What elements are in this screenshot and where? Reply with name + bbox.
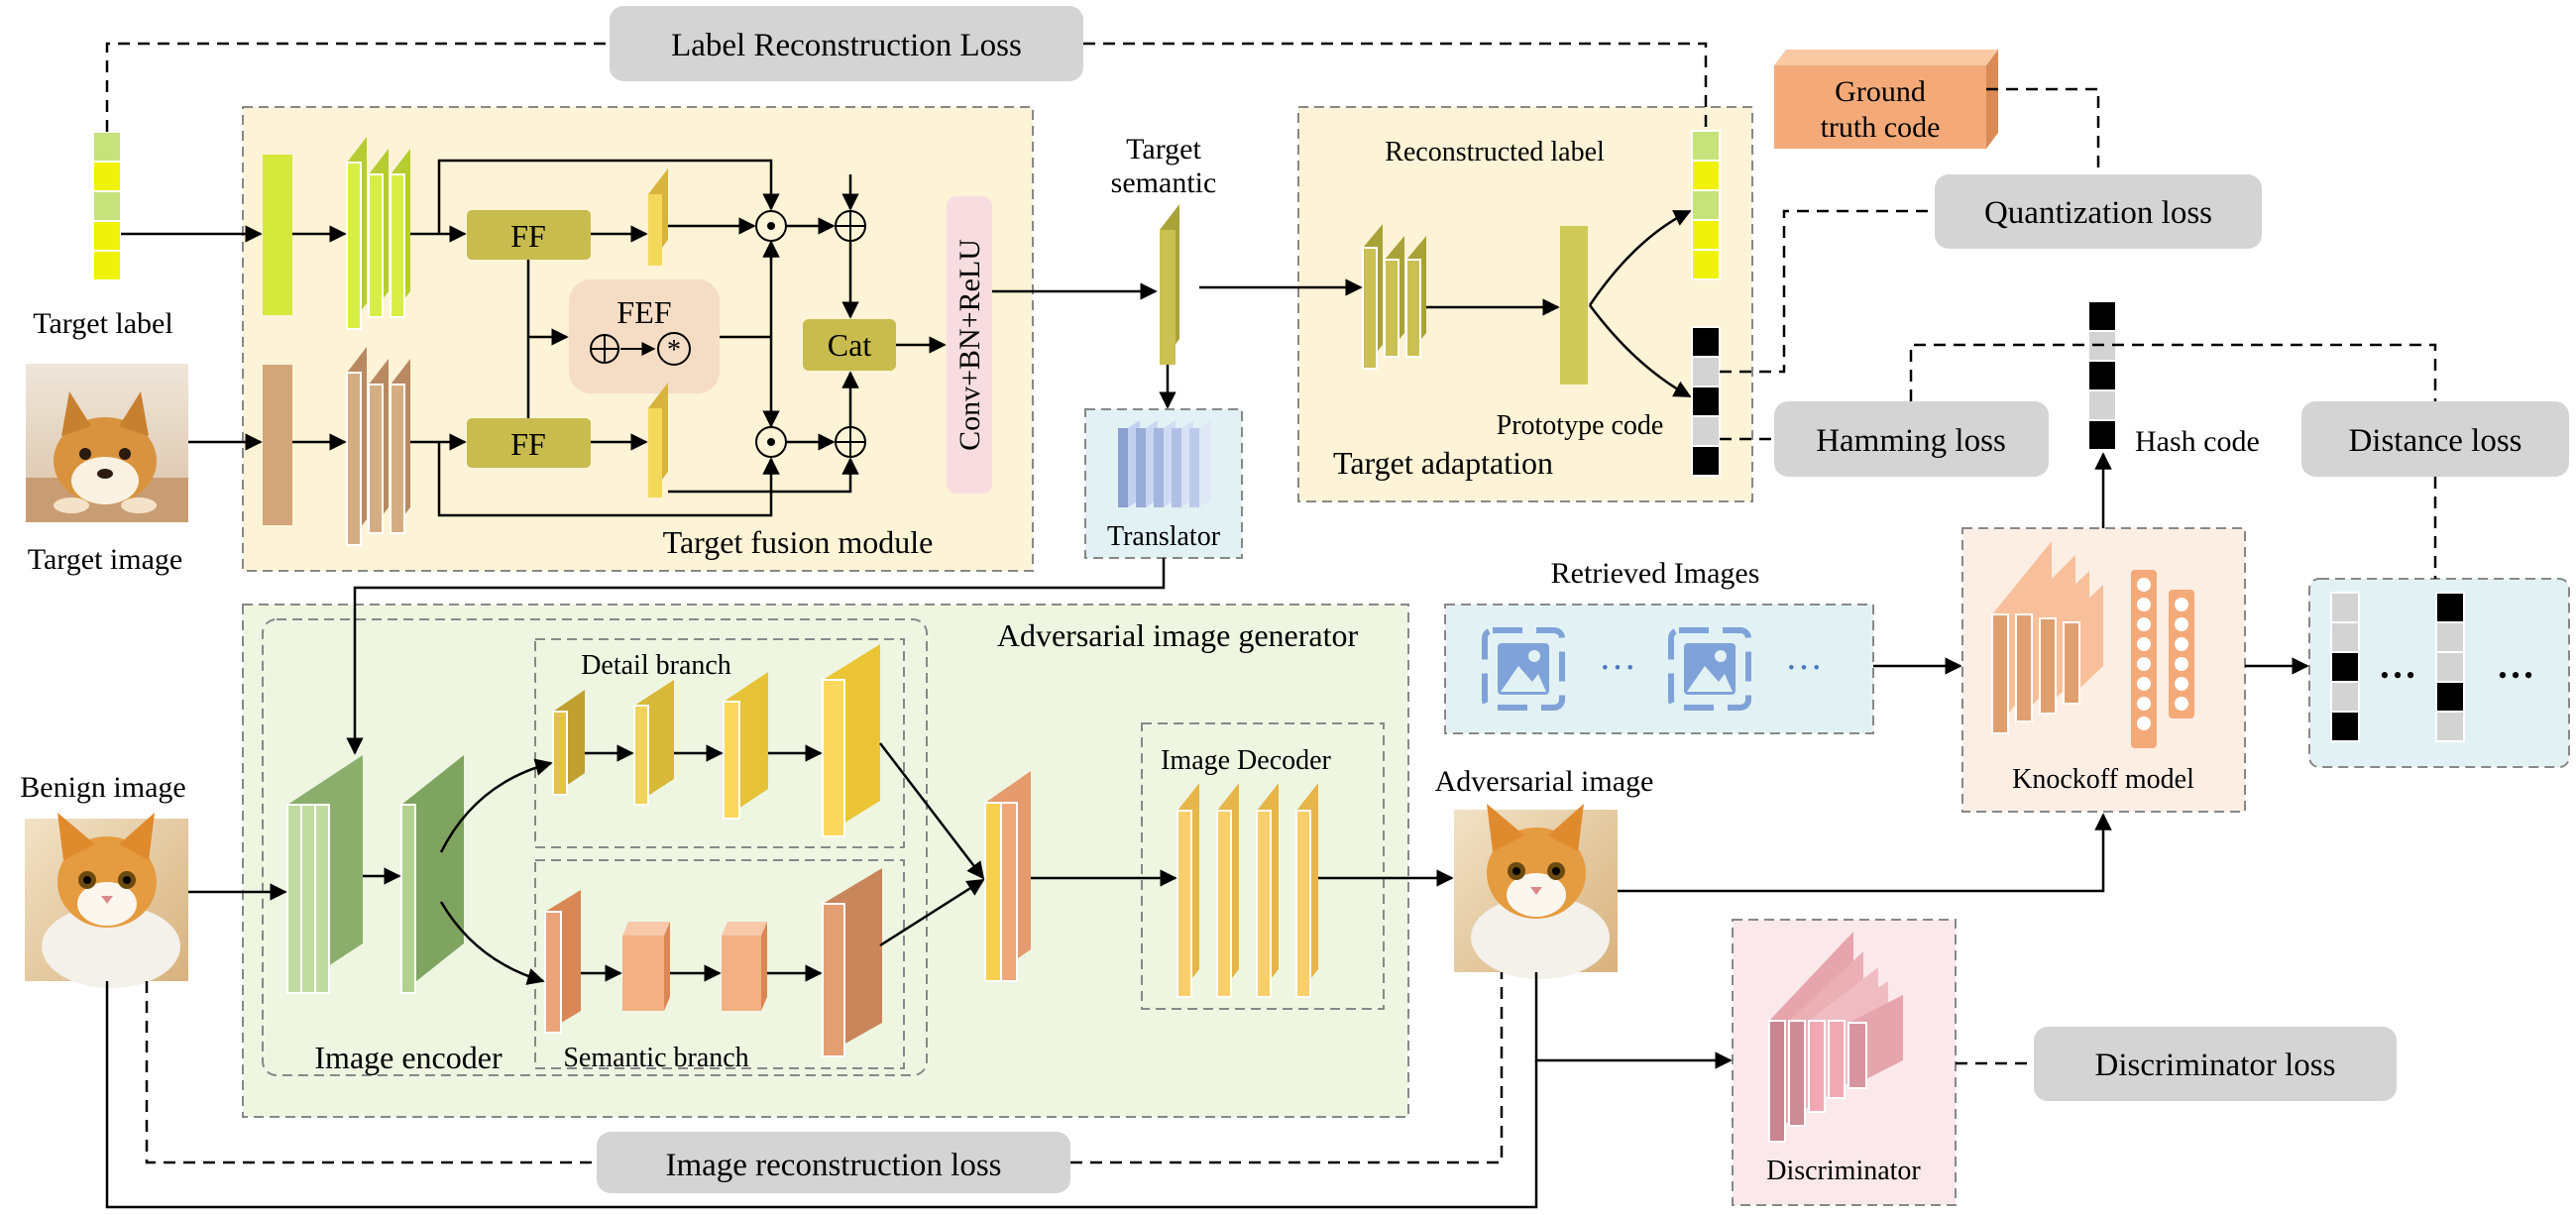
- detail-feature-3: [723, 672, 768, 820]
- dashed-connectors: [105, 42, 2437, 1164]
- svg-text:Discriminator loss: Discriminator loss: [2095, 1048, 2336, 1083]
- benign-image-text: Benign image: [20, 771, 185, 804]
- svg-text:FEF: FEF: [616, 294, 671, 330]
- semantic-feature-1: [544, 890, 581, 1034]
- hash-code-vector: [2087, 300, 2117, 451]
- image-encoder-label: Image encoder: [314, 1040, 503, 1075]
- quantization-loss: Quantization loss: [1935, 174, 2262, 249]
- target-semantic-text-2: semantic: [1111, 166, 1217, 199]
- encoder-output-stack: [400, 755, 464, 994]
- fef-block: FEF *: [569, 279, 720, 393]
- semantic-feature-3: [722, 922, 767, 1011]
- image-reconstruction-loss: Image reconstruction loss: [597, 1132, 1070, 1193]
- label-conv-bar: [263, 155, 292, 315]
- svg-text:Distance loss: Distance loss: [2348, 423, 2521, 459]
- target-semantic-feature: [1160, 204, 1179, 365]
- svg-text:Conv+BN+ReLU: Conv+BN+ReLU: [953, 239, 986, 451]
- semantic-feature-4: [822, 868, 882, 1057]
- knockoff-fc-column-1: [2131, 570, 2157, 748]
- label-feature-stack: [346, 137, 410, 330]
- target-semantic-text-1: Target: [1126, 133, 1201, 166]
- target-fusion-module-label: Target fusion module: [663, 524, 934, 560]
- retrieved-code-dots-2: •••: [2498, 661, 2536, 690]
- conv-bn-relu-block: Conv+BN+ReLU: [947, 196, 992, 494]
- detail-branch-label: Detail branch: [581, 650, 731, 681]
- detail-branch-box: [534, 638, 905, 848]
- knockoff-fc-column-2: [2169, 590, 2194, 718]
- ff-block-top: FF: [467, 210, 591, 260]
- hash-code-text: Hash code: [2135, 425, 2260, 458]
- svg-text:Quantization loss: Quantization loss: [1984, 195, 2212, 231]
- knockoff-feature-stack: [1991, 541, 2103, 734]
- retrieved-images-text: Retrieved Images: [1551, 557, 1760, 590]
- adversarial-generator-label: Adversarial image generator: [997, 617, 1359, 653]
- prototype-bar: [1560, 226, 1588, 385]
- retrieved-code-vector-1: [2330, 592, 2360, 742]
- discriminator-text: Discriminator: [1766, 1156, 1921, 1186]
- encoder-input-stack: [286, 755, 363, 994]
- svg-text:FF: FF: [510, 218, 546, 254]
- target-label-vector: [92, 131, 122, 281]
- svg-text:*: *: [667, 335, 681, 366]
- cat-block: Cat: [803, 319, 896, 371]
- adversarial-image-text: Adversarial image: [1435, 765, 1654, 798]
- translator-label: Translator: [1107, 521, 1221, 552]
- retrieved-ellipsis-1: ···: [1599, 647, 1636, 689]
- reconstructed-label-vector: [1691, 130, 1721, 280]
- knockoff-model-text: Knockoff model: [2012, 764, 2194, 795]
- translator-stack: [1118, 420, 1211, 507]
- fused-feature: [984, 771, 1031, 982]
- image-icon: [1482, 627, 1565, 711]
- decoder-stack: [1176, 783, 1318, 998]
- svg-text:Hamming loss: Hamming loss: [1816, 423, 2006, 459]
- target-image-text: Target image: [28, 543, 182, 576]
- svg-text:Image reconstruction loss: Image reconstruction loss: [665, 1148, 1001, 1183]
- image-feature-stack: [346, 347, 410, 546]
- add-op-bottom: [835, 426, 866, 458]
- distance-loss: Distance loss: [2301, 401, 2569, 477]
- svg-text:FF: FF: [510, 426, 546, 462]
- discriminator-stack: [1768, 932, 1903, 1143]
- svg-text:Ground: Ground: [1835, 75, 1926, 108]
- discriminator-loss: Discriminator loss: [2034, 1027, 2397, 1101]
- svg-text:Label Reconstruction Loss: Label Reconstruction Loss: [671, 28, 1022, 63]
- solid-connectors: [105, 159, 2309, 1209]
- add-op-top: [835, 210, 866, 242]
- hamming-loss: Hamming loss: [1774, 401, 2049, 477]
- prototype-code-text: Prototype code: [1497, 410, 1664, 441]
- target-image: [26, 364, 188, 522]
- detail-feature-4: [822, 644, 880, 837]
- image-conv-bar: [263, 365, 292, 525]
- target-adaptation-label: Target adaptation: [1333, 445, 1553, 481]
- retrieved-code-vector-2: [2435, 592, 2465, 742]
- ff-block-bottom: FF: [467, 418, 591, 468]
- label-reconstruction-loss: Label Reconstruction Loss: [610, 6, 1083, 81]
- semantic-branch-box: [534, 859, 905, 1069]
- encoder-group-box: [262, 618, 928, 1076]
- image-decoder-box: [1141, 722, 1385, 1010]
- image-decoder-label: Image Decoder: [1161, 745, 1331, 776]
- semantic-feature-2: [622, 922, 670, 1011]
- detail-feature-1: [552, 690, 585, 796]
- reconstructed-label-text: Reconstructed label: [1385, 137, 1605, 167]
- ff-output-top: [648, 168, 668, 266]
- image-icon: [1668, 627, 1751, 711]
- prototype-code-vector: [1691, 326, 1721, 477]
- svg-text:truth code: truth code: [1821, 111, 1941, 144]
- svg-text:Cat: Cat: [828, 327, 872, 363]
- semantic-branch-label: Semantic branch: [563, 1043, 748, 1073]
- target-label-text: Target label: [33, 307, 172, 340]
- retrieved-ellipsis-2: ···: [1785, 647, 1823, 689]
- ground-truth-code-block: Ground truth code: [1774, 50, 1998, 149]
- ff-output-bottom: [648, 383, 668, 497]
- retrieved-code-dots-1: •••: [2380, 661, 2418, 690]
- detail-feature-2: [633, 680, 674, 806]
- adaptation-feature-stack: [1362, 224, 1426, 370]
- benign-image: [25, 813, 188, 988]
- adversarial-image: [1454, 804, 1618, 979]
